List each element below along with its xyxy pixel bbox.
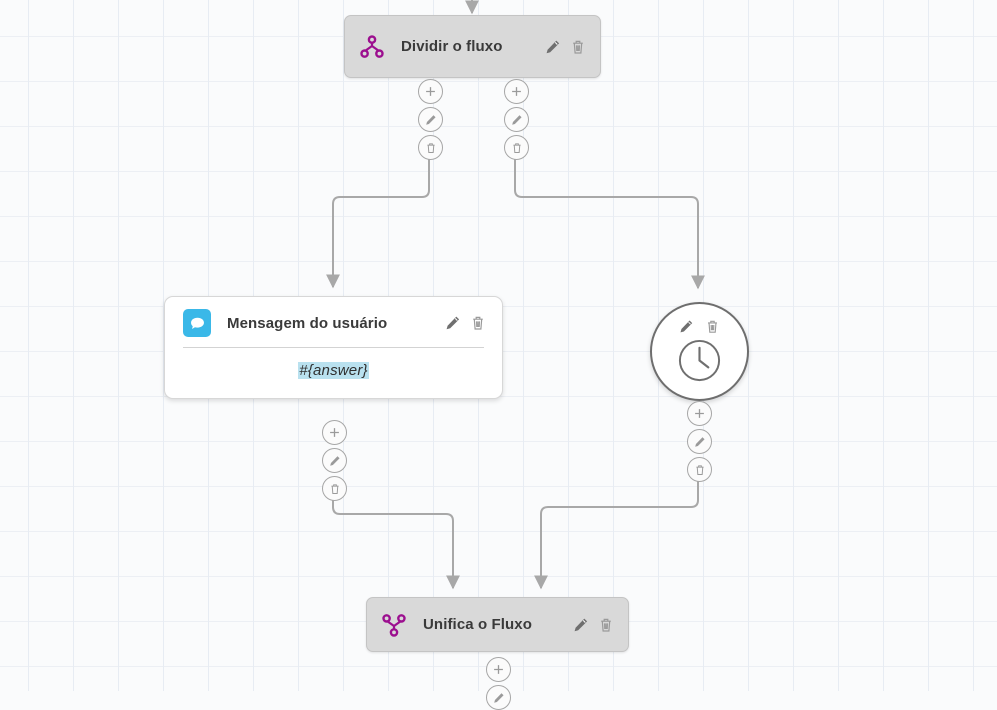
edit-connector-button[interactable] bbox=[418, 107, 443, 132]
edit-icon[interactable] bbox=[679, 319, 695, 335]
delete-connector-button[interactable] bbox=[418, 135, 443, 160]
edit-connector-button[interactable] bbox=[486, 685, 511, 710]
edge-user-message-to-merge bbox=[332, 495, 460, 590]
speech-bubble-icon bbox=[183, 309, 211, 337]
connector-stack-split-out-left[interactable] bbox=[418, 79, 443, 160]
edit-connector-button[interactable] bbox=[504, 107, 529, 132]
delete-icon[interactable] bbox=[470, 315, 486, 331]
node-split-flow[interactable]: Dividir o fluxo bbox=[344, 15, 601, 78]
node-user-message[interactable]: Mensagem do usuário bbox=[164, 296, 503, 399]
node-delay[interactable] bbox=[650, 302, 749, 401]
delete-connector-button[interactable] bbox=[687, 457, 712, 482]
card-header: Mensagem do usuário bbox=[165, 297, 502, 347]
edit-connector-button[interactable] bbox=[687, 429, 712, 454]
circle-node-actions bbox=[679, 319, 721, 335]
edit-icon[interactable] bbox=[445, 315, 461, 331]
edge-split-to-delay bbox=[514, 154, 705, 290]
node-merge-flow[interactable]: Unifica o Fluxo bbox=[366, 597, 629, 652]
connector-stack-split-out-right[interactable] bbox=[504, 79, 529, 160]
clock-icon bbox=[676, 337, 723, 389]
connector-stack-message-out[interactable] bbox=[322, 420, 347, 501]
connector-stack-merge-out[interactable] bbox=[486, 657, 511, 710]
card-divider bbox=[183, 347, 484, 348]
node-title: Mensagem do usuário bbox=[227, 314, 388, 332]
edit-connector-button[interactable] bbox=[322, 448, 347, 473]
edit-icon[interactable] bbox=[545, 39, 561, 55]
card-body: #{answer} bbox=[165, 348, 502, 398]
add-node-button[interactable] bbox=[322, 420, 347, 445]
edit-icon[interactable] bbox=[573, 617, 589, 633]
delete-icon[interactable] bbox=[570, 39, 586, 55]
add-node-button[interactable] bbox=[418, 79, 443, 104]
add-node-button[interactable] bbox=[486, 657, 511, 682]
answer-variable-token: #{answer} bbox=[298, 362, 369, 379]
edge-split-to-user-message bbox=[326, 154, 430, 289]
merge-flow-icon bbox=[381, 612, 407, 638]
node-title: Unifica o Fluxo bbox=[423, 616, 533, 633]
edge-delay-to-merge bbox=[534, 477, 699, 590]
add-node-button[interactable] bbox=[687, 401, 712, 426]
node-title: Dividir o fluxo bbox=[401, 38, 503, 55]
split-flow-icon bbox=[359, 34, 385, 60]
delete-icon[interactable] bbox=[705, 319, 721, 335]
add-node-button[interactable] bbox=[504, 79, 529, 104]
delete-connector-button[interactable] bbox=[322, 476, 347, 501]
delete-connector-button[interactable] bbox=[504, 135, 529, 160]
connector-stack-delay-out[interactable] bbox=[687, 401, 712, 482]
delete-icon[interactable] bbox=[598, 617, 614, 633]
